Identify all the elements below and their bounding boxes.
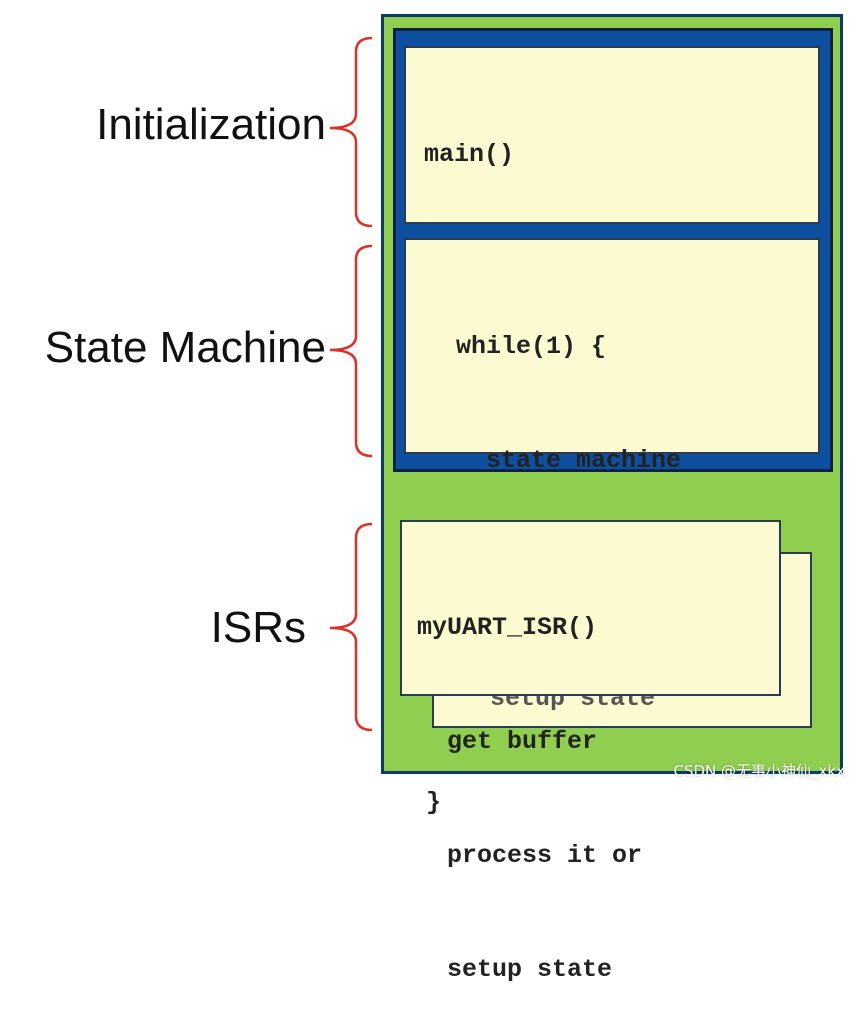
state-machine-label: State Machine bbox=[44, 323, 326, 372]
code-line: setup state bbox=[417, 955, 613, 984]
braces-layer bbox=[329, 36, 373, 732]
state-machine-brace bbox=[329, 244, 373, 458]
code-line: main() bbox=[424, 140, 515, 169]
code-line: state machine bbox=[426, 446, 682, 475]
code-line: get buffer bbox=[417, 727, 598, 756]
init-code-block: main() { init bbox=[404, 46, 820, 397]
isr-code-block: myUART_ISR() get buffer process it or se… bbox=[400, 520, 781, 984]
code-line: } bbox=[426, 788, 442, 817]
isrs-label: ISRs bbox=[210, 603, 306, 652]
code-line: while(1) { bbox=[426, 332, 607, 361]
isrs-brace bbox=[329, 522, 373, 732]
state-machine-code-block: while(1) { state machine … } } bbox=[404, 238, 820, 817]
watermark: CSDN @无事小神仙_xkx bbox=[673, 762, 845, 780]
code-line: process it or bbox=[417, 841, 643, 870]
code-line: myUART_ISR() bbox=[417, 613, 598, 642]
initialization-brace bbox=[329, 36, 373, 228]
initialization-label: Initialization bbox=[96, 100, 326, 149]
